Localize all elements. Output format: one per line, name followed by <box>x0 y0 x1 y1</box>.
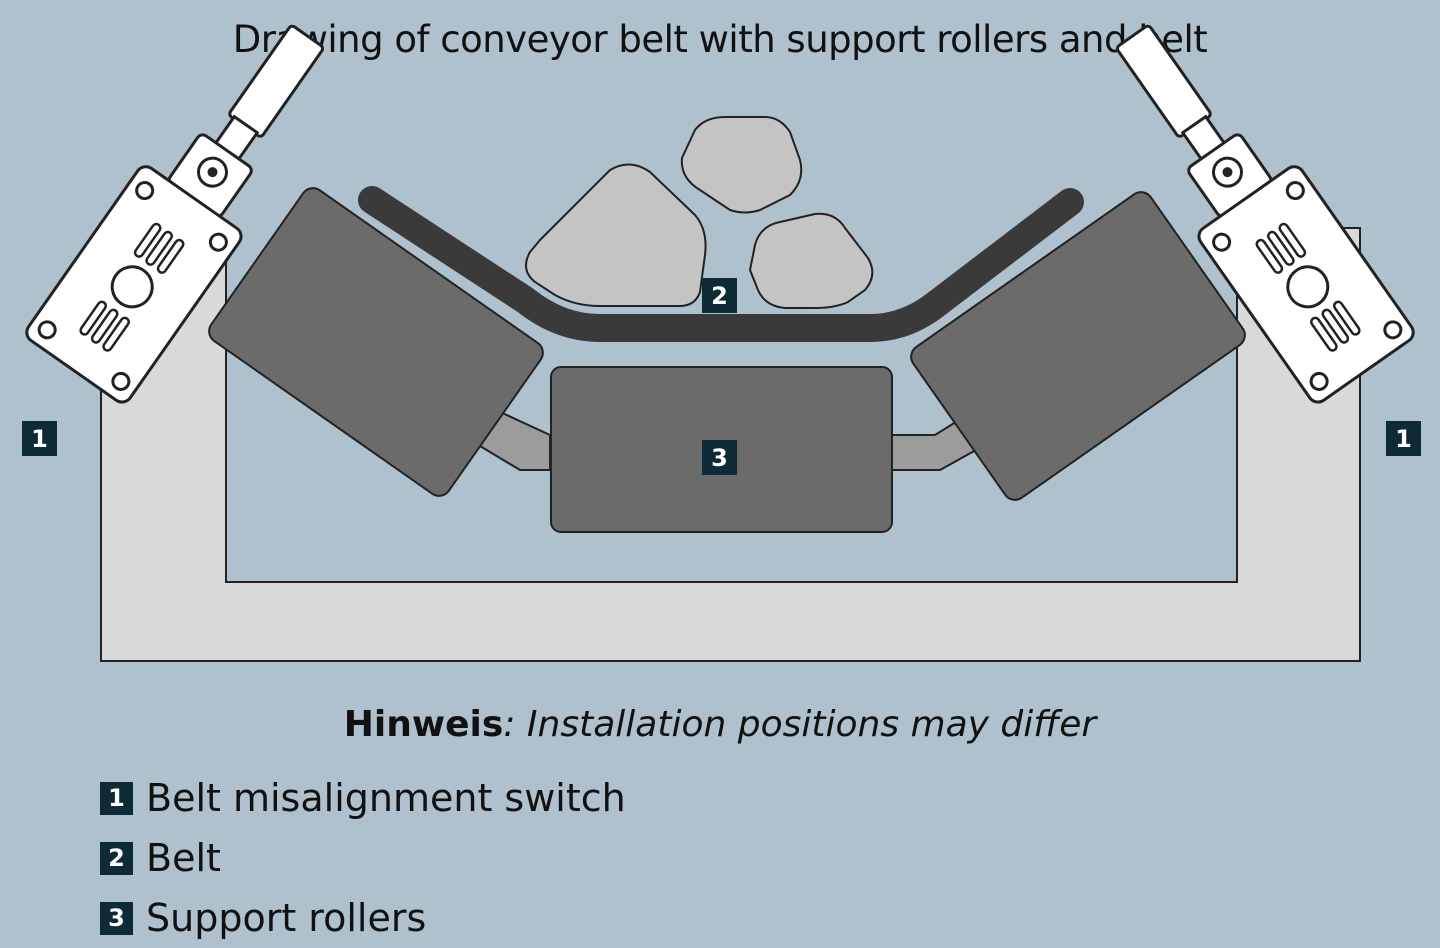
note-separator: : <box>503 704 527 745</box>
callout-switch-right: 1 <box>1386 421 1421 456</box>
legend-label: Belt <box>146 836 221 880</box>
roller-left <box>208 187 544 497</box>
diagram-title: Drawing of conveyor belt with support ro… <box>232 18 1208 61</box>
rock-right <box>748 212 874 309</box>
conveyor-diagram: 1 1 2 3 <box>21 0 1421 662</box>
svg-text:2: 2 <box>711 282 728 310</box>
rock-left <box>525 163 707 307</box>
callout-switch-left: 1 <box>22 421 57 456</box>
rock-top <box>680 116 803 214</box>
legend-label: Support rollers <box>146 896 427 940</box>
note-label: Hinweis <box>343 704 504 745</box>
legend: 1 Belt misalignment switch 2 Belt 3 Supp… <box>100 768 626 948</box>
legend-badge: 2 <box>100 841 133 875</box>
installation-note: Hinweis: Installation positions may diff… <box>0 704 1440 745</box>
note-text: Installation positions may differ <box>526 704 1097 745</box>
roller-right <box>910 191 1246 501</box>
legend-label: Belt misalignment switch <box>146 776 626 820</box>
svg-text:1: 1 <box>1395 425 1412 453</box>
legend-item: 3 Support rollers <box>100 888 626 948</box>
belt-shape <box>358 186 1084 342</box>
svg-text:3: 3 <box>711 444 728 472</box>
legend-badge: 3 <box>100 901 133 935</box>
legend-badge: 1 <box>100 781 133 815</box>
svg-text:1: 1 <box>31 425 48 453</box>
legend-item: 1 Belt misalignment switch <box>100 768 626 828</box>
legend-item: 2 Belt <box>100 828 626 888</box>
callout-belt: 2 <box>702 278 737 313</box>
callout-rollers: 3 <box>702 440 737 475</box>
